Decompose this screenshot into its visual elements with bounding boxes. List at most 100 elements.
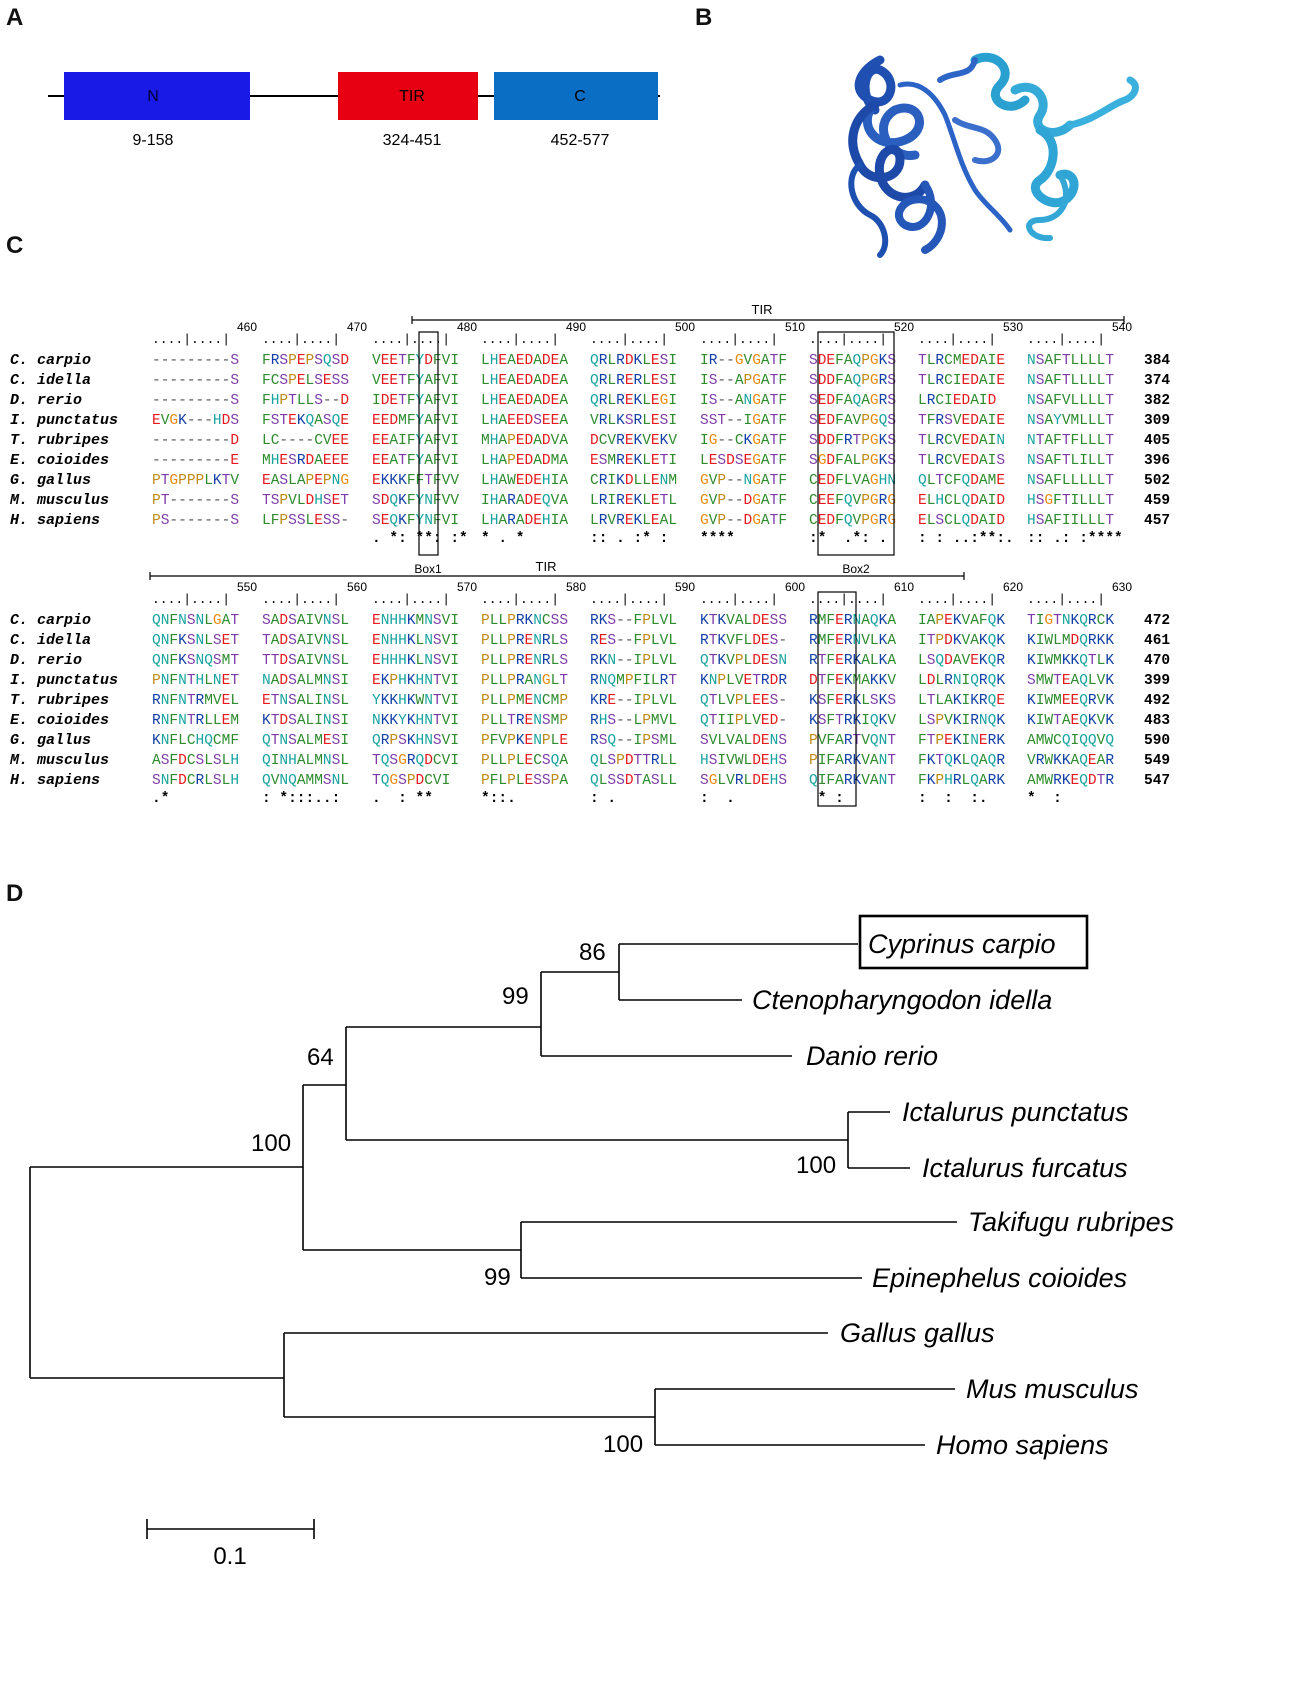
sequence-segment: LDLRNIQRQK: [918, 673, 1005, 689]
ruler-position: 490: [566, 320, 586, 334]
sequence-segment: AMWRKEQDTR: [1027, 773, 1114, 789]
sequence-segment: RTFERKALKA: [809, 653, 896, 669]
sequence-segment: QLTCFQDAME: [918, 473, 1005, 489]
sequence-segment: SGDFALPGKS: [809, 453, 896, 469]
sequence-segment: QRPSKHNSVI: [372, 733, 459, 749]
sequence-segment: IS--ANGATF: [700, 393, 787, 409]
sequence-segment: RES--FPLVL: [590, 633, 677, 649]
species-name: E. coioides: [10, 452, 109, 469]
ruler-position: 560: [347, 580, 367, 594]
sequence-segment: FKPHRLQARK: [918, 773, 1005, 789]
taxon-label: Ictalurus furcatus: [922, 1153, 1128, 1183]
alignment-annotations: TIR Box1 Box2 TIR: [149, 302, 1125, 807]
species-name: I. punctatus: [10, 672, 118, 689]
taxon-label: Takifugu rubripes: [968, 1207, 1174, 1237]
sequence-segment: TQGSPDCVI: [372, 773, 450, 789]
sequence-segment: NSAFTLLLLT: [1027, 353, 1114, 369]
sequence-segment: VRLKSRLESI: [590, 413, 677, 429]
sequence-end-position: 590: [1144, 733, 1170, 749]
sequence-segment: LRCIEDAID: [918, 393, 996, 409]
sequence-segment: PT-------S: [152, 493, 239, 509]
sequence-segment: GVP--NGATF: [700, 473, 787, 489]
sequence-segment: ELHCLQDAID: [918, 493, 1005, 509]
sequence-end-position: 309: [1144, 413, 1170, 429]
sequence-segment: TIGTNKQRCK: [1027, 613, 1114, 629]
sequence-segment: LRVREKLEAL: [590, 513, 677, 529]
sequence-end-position: 374: [1144, 373, 1170, 389]
species-name: E. coioides: [10, 712, 109, 729]
sequence-segment: ITPDKVAKQK: [918, 633, 1005, 649]
sequence-segment: LRIREKLETL: [590, 493, 677, 509]
ruler-ticks: ....|....|: [918, 332, 996, 347]
sequence-segment: SADSAIVNSL: [262, 613, 349, 629]
sequence-segment: VEETFYDFVI: [372, 353, 459, 369]
ruler-position: 540: [1112, 320, 1132, 334]
taxon-label: Gallus gallus: [840, 1318, 995, 1348]
sequence-segment: TADSAIVNSL: [262, 633, 349, 649]
consensus-symbols: . : **: [372, 791, 433, 807]
sequence-segment: CEDFQVPGRG: [809, 513, 896, 529]
sequence-end-position: 483: [1144, 713, 1170, 729]
highlighted-taxon-box: [858, 914, 1089, 970]
sequence-segment: EEDMFYAFVI: [372, 413, 459, 429]
ruler-position: 620: [1003, 580, 1023, 594]
bootstrap-value: 64: [307, 1044, 334, 1071]
sequence-end-position: 470: [1144, 653, 1170, 669]
sequence-segment: RMFERNVLKA: [809, 633, 896, 649]
sequence-segment: EKPHKHNTVI: [372, 673, 459, 689]
sequence-end-position: 461: [1144, 633, 1170, 649]
panel-label-c: C: [6, 232, 24, 259]
sequence-segment: KSFTRKIQKV: [809, 713, 896, 729]
ruler-position: 610: [894, 580, 914, 594]
ruler-ticks: ....|....|: [262, 592, 340, 607]
sequence-segment: FSTEKQASQE: [262, 413, 349, 429]
ruler-position: 460: [237, 320, 257, 334]
sequence-segment: RHS--LPMVL: [590, 713, 677, 729]
consensus-symbols: * :: [809, 791, 844, 807]
bootstrap-value: 86: [579, 939, 606, 966]
consensus-symbols: : : :.: [918, 791, 988, 807]
sequence-segment: RKN--IPLVL: [590, 653, 677, 669]
sequence-segment: QRLRDKLESI: [590, 353, 677, 369]
sequence-end-position: 472: [1144, 613, 1170, 629]
sequence-segment: SVLVALDENS: [700, 733, 787, 749]
sequence-segment: LHAWEDEHIA: [481, 473, 568, 489]
bootstrap-value: 100: [603, 1431, 643, 1458]
sequence-segment: TLRCMEDAIE: [918, 353, 1005, 369]
sequence-segment: IR--GVGATF: [700, 353, 787, 369]
ruler-ticks: ....|....|: [809, 332, 887, 347]
ruler-position: 550: [237, 580, 257, 594]
sequence-segment: LHAEEDSEEA: [481, 413, 568, 429]
species-name: C. idella: [10, 372, 91, 389]
sequence-segment: PS-------S: [152, 513, 239, 529]
sequence-segment: EVGK---HDS: [152, 413, 239, 429]
sequence-segment: HSGFTILLLT: [1027, 493, 1114, 509]
sequence-segment: QIFARKVANT: [809, 773, 896, 789]
sequence-segment: SEDFAQAGRS: [809, 393, 896, 409]
sequence-segment: LHEAEDADEA: [481, 373, 568, 389]
ruler-position: 600: [785, 580, 805, 594]
sequence-segment: QRLREKLEGI: [590, 393, 677, 409]
sequence-segment: MHAPEDADVA: [481, 433, 568, 449]
sequence-segment: ELSCLQDAID: [918, 513, 1005, 529]
sequence-segment: QINHALMNSL: [262, 753, 349, 769]
bootstrap-value: 99: [502, 983, 529, 1010]
consensus-symbols: . *: **: :*: [372, 531, 468, 547]
sequence-segment: IS--APGATF: [700, 373, 787, 389]
species-name: C. idella: [10, 632, 91, 649]
c-domain-label: C: [574, 88, 586, 105]
ruler-ticks: ....|....|: [590, 592, 668, 607]
sequence-segment: EHHHKLNSVI: [372, 653, 459, 669]
sequence-segment: NTAFTFLLLT: [1027, 433, 1114, 449]
sequence-segment: SDDFAQPGRS: [809, 373, 896, 389]
sequence-segment: KIWMEEQRVK: [1027, 693, 1114, 709]
tree-labels: Cyprinus carpio Ctenopharyngodon idella …: [752, 929, 1174, 1460]
sequence-segment: ESMREKLETI: [590, 453, 677, 469]
c-domain-box: [494, 72, 658, 120]
consensus-symbols: * :: [1027, 791, 1062, 807]
sequence-segment: SEQKFYNFVI: [372, 513, 459, 529]
sequence-segment: RNFNTRLLEM: [152, 713, 239, 729]
sequence-segment: PFLPLESSPA: [481, 773, 568, 789]
ruler-position: 630: [1112, 580, 1132, 594]
sequence-segment: SEDFAVPGQS: [809, 413, 896, 429]
